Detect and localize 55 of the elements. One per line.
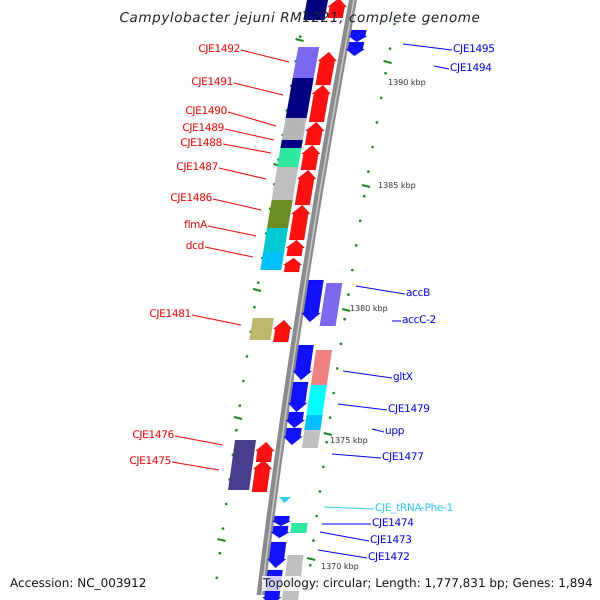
- leader-line: [356, 286, 406, 294]
- gene-label: CJE1494: [450, 62, 492, 75]
- gene-label: CJE1488: [180, 137, 222, 150]
- gene-label: CJE1473: [370, 534, 412, 547]
- gene-label: CJE1475: [129, 455, 171, 468]
- gene-label: CJE1489: [182, 122, 224, 135]
- scale-label: 1390 kbp: [388, 78, 426, 87]
- gene-label: CJE1477: [382, 451, 424, 464]
- gene-label: dcd: [186, 240, 204, 253]
- gene-label: CJE1492: [198, 43, 240, 56]
- gene-label: accB: [406, 287, 430, 300]
- leader-line: [240, 50, 290, 62]
- leader-line: [174, 436, 224, 446]
- gene-label: accC-2: [402, 314, 436, 327]
- leader-line: [392, 320, 402, 322]
- scale-label: 1375 kbp: [330, 436, 368, 445]
- scale-label: 1380 kbp: [350, 304, 388, 313]
- gene-label: CJE1481: [149, 308, 191, 321]
- scale-label: 1370 kbp: [321, 562, 359, 571]
- leader-line: [342, 370, 392, 378]
- gene-label: gltX: [393, 371, 413, 384]
- leader-line: [222, 144, 272, 154]
- leader-line: [224, 128, 274, 140]
- leader-line: [204, 246, 254, 258]
- gene-label: CJE1491: [191, 76, 233, 89]
- gene-label: CJE1479: [388, 403, 430, 416]
- leader-line: [372, 428, 384, 432]
- scale-label: 1385 kbp: [378, 181, 416, 190]
- gene-label: CJE1495: [453, 43, 495, 56]
- gene-label: CJE1486: [170, 192, 212, 205]
- gene-label: CJE1472: [368, 551, 410, 564]
- gene-label: CJE1487: [176, 161, 218, 174]
- leader-line: [332, 454, 382, 458]
- gene-label: CJE1474: [372, 517, 414, 530]
- gene-label: upp: [385, 425, 404, 438]
- gene-label: flmA: [184, 219, 207, 232]
- leader-line: [338, 404, 388, 410]
- leader-line: [192, 314, 242, 326]
- leader-line: [218, 168, 266, 180]
- genome-info-text: Topology: circular; Length: 1,777,831 bp; Genes: 1,894: [262, 576, 594, 591]
- leader-line: [228, 112, 276, 126]
- leader-line: [172, 462, 220, 470]
- map-title: Campylobacter jejuni RM1221, complete genome: [118, 10, 482, 26]
- gene-label: CJE_tRNA-Phe-1: [375, 502, 454, 515]
- leader-line: [324, 506, 374, 510]
- leader-line: [234, 82, 284, 96]
- gene-label: CJE1476: [132, 429, 174, 442]
- leader-line: [318, 550, 368, 558]
- leader-line: [208, 226, 256, 236]
- leader-line: [212, 198, 262, 210]
- gene-label: CJE1490: [185, 105, 227, 118]
- accession-text: Accession: NC_003912: [10, 576, 146, 591]
- leader-line: [320, 532, 370, 542]
- leader-line: [434, 66, 450, 70]
- leader-line: [402, 44, 452, 50]
